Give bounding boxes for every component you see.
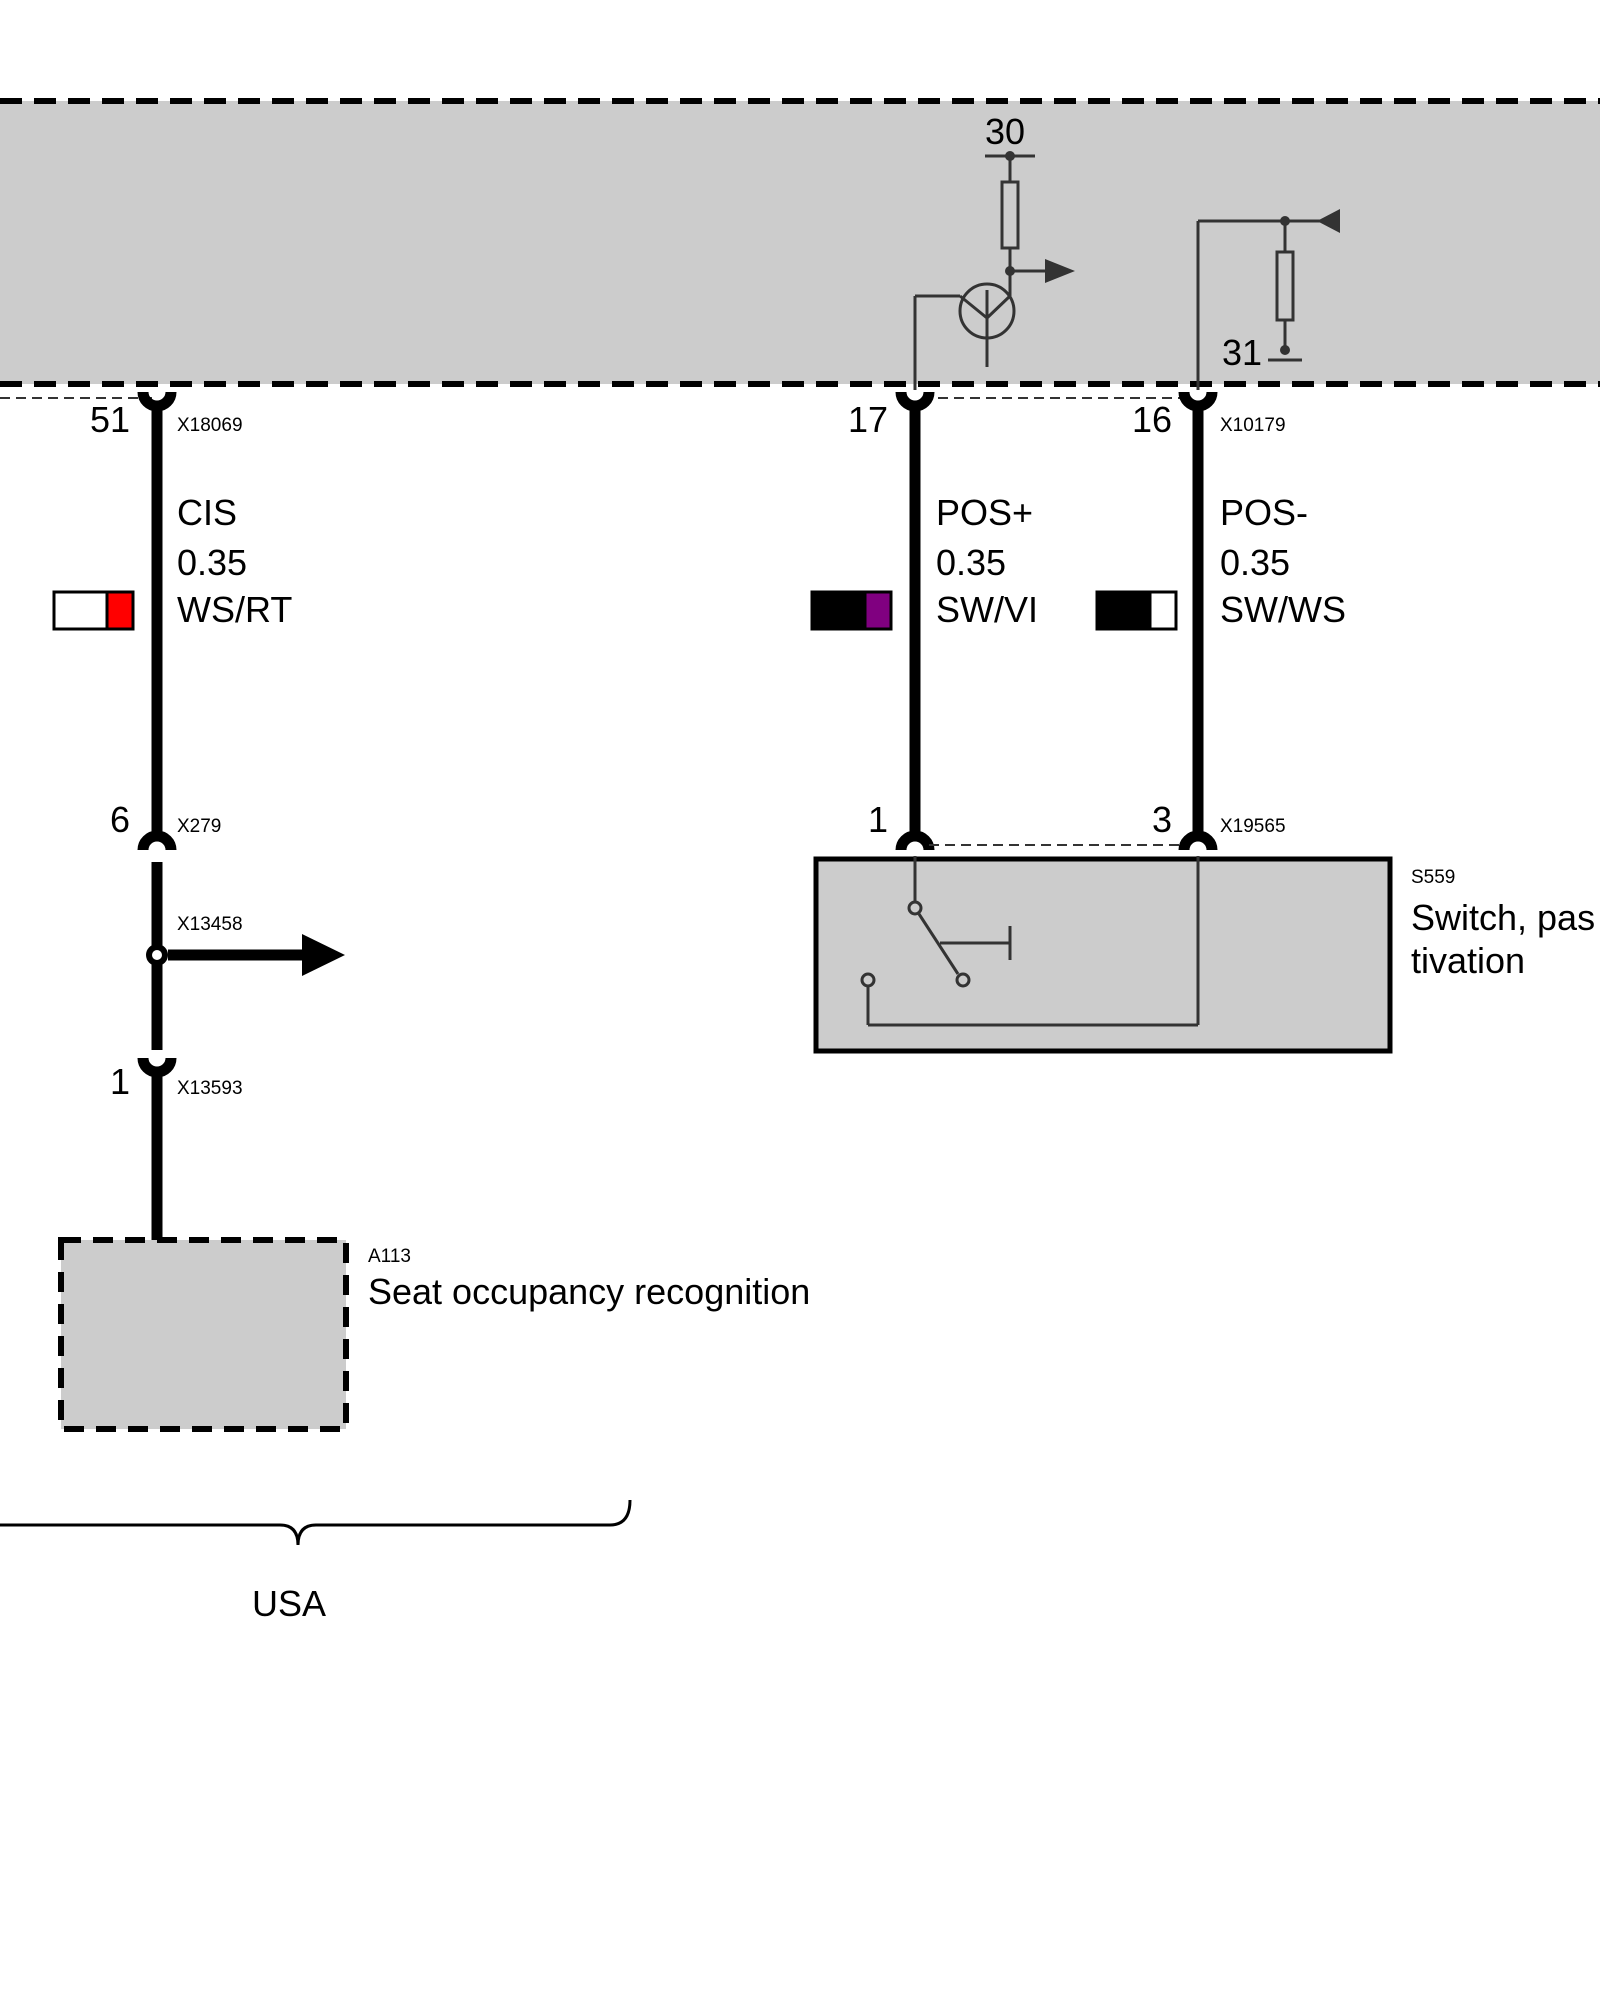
region-brace: USA [0,1499,632,1624]
terminal-31-label: 31 [1222,332,1262,373]
branch-arrow-icon [302,934,345,976]
wire-color-stripe [1148,590,1178,631]
component-id: S559 [1411,867,1455,888]
pin-number: 1 [110,1061,130,1102]
component-id: A113 [368,1246,411,1267]
pulldown-circuit: 31 [1196,209,1340,390]
wire-pos-plus: 17 POS+ 0.35 SW/VI 1 [810,391,1038,851]
pin-number: 16 [1132,399,1172,440]
switch-contact-icon [917,913,960,975]
wire-gauge: 0.35 [936,542,1006,583]
component-name-line2: tivation [1411,940,1525,981]
connector-x13593: 1 X13593 [110,1061,243,1102]
wire-signal: CIS [177,492,237,533]
component-name: Seat occupancy recognition [368,1271,810,1312]
wire-signal: POS- [1220,492,1308,533]
output-arrow-icon [1045,259,1075,283]
seat-occupancy-unit: A113 Seat occupancy recognition [58,1237,810,1432]
connector-id: X279 [177,816,221,837]
pin-number: 17 [848,399,888,440]
input-arrow-icon [1317,209,1340,233]
wire-color-primary [1095,590,1152,631]
wire-color-primary [52,590,109,631]
connector-id: X13593 [177,1078,243,1099]
wire-color-stripe [863,590,893,631]
pin-number: 51 [90,399,130,440]
brace-icon [0,1499,632,1546]
splice-x13458: X13458 [146,914,345,976]
pin-number: 3 [1152,799,1172,840]
wire-gauge: 0.35 [177,542,247,583]
wire-color-code: SW/WS [1220,589,1346,630]
pin-number: 1 [868,799,888,840]
component-name-line1: Switch, pas [1411,897,1595,938]
connector-id: X19565 [1220,816,1286,837]
region-label: USA [252,1583,326,1624]
wire-color-code: SW/VI [936,589,1038,630]
wire-color-primary [810,590,867,631]
terminal-30-label: 30 [985,111,1025,152]
wire-color-code: WS/RT [177,589,292,630]
transistor-circuit: 30 [913,111,1075,390]
switch-s559: S559 Switch, pas tivation [813,844,1595,1054]
wire-signal: POS+ [936,492,1033,533]
connector-id: X10179 [1220,415,1286,436]
pin-number: 6 [110,799,130,840]
connector-id: X13458 [177,914,243,935]
control-unit: 30 31 [0,98,1600,390]
wire-gauge: 0.35 [1220,542,1290,583]
wire-color-stripe [105,590,135,631]
wire-pos-minus: 16 X10179 POS- 0.35 SW/WS 3 X19565 [1095,391,1346,851]
wire-cis: 51 X18069 CIS 0.35 WS/RT 6 X279 [52,391,292,1240]
connector-id: X18069 [177,415,243,436]
